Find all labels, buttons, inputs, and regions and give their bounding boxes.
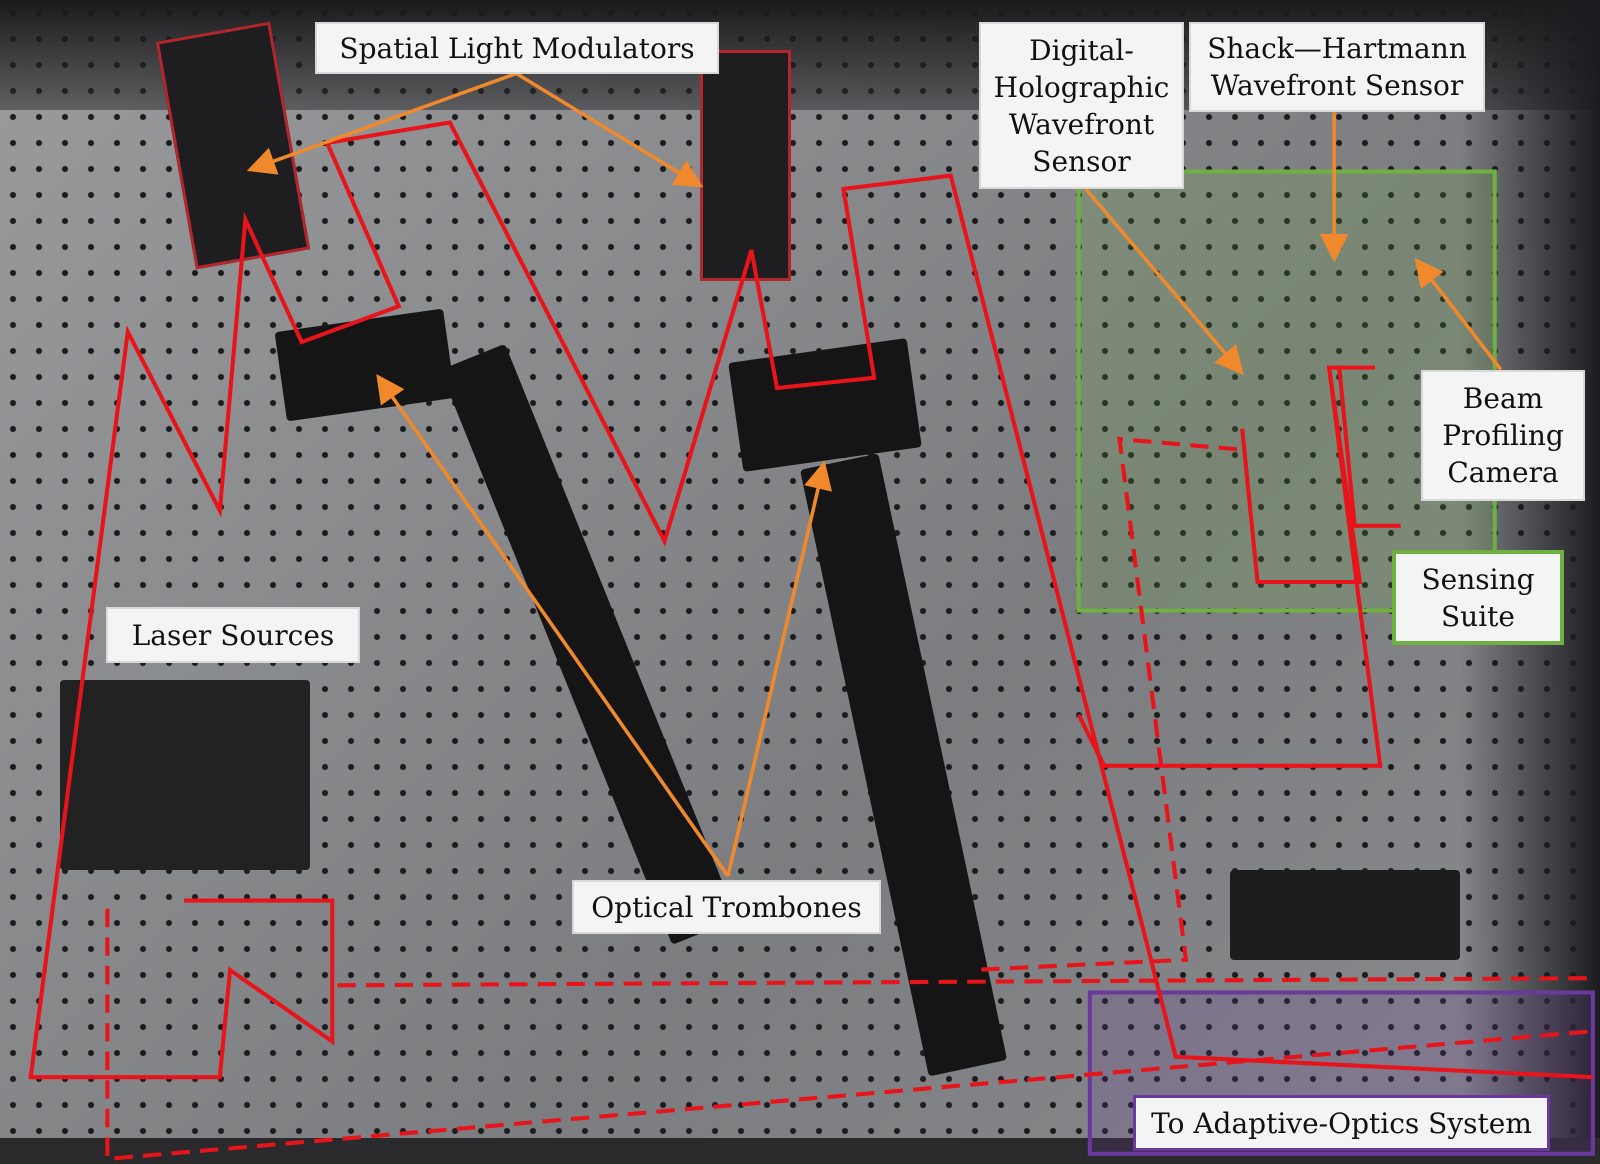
label-text: Suite xyxy=(1441,599,1515,633)
label-text: Wavefront Sensor xyxy=(1210,69,1464,102)
label-beam-profiling-camera: Beam Profiling Camera xyxy=(1421,370,1585,501)
label-text: Digital- xyxy=(1029,33,1134,67)
beam-path-solid xyxy=(28,120,1593,1080)
label-spatial-light-modulators: Spatial Light Modulators xyxy=(315,22,719,74)
label-arrows xyxy=(246,71,1503,878)
label-text: Laser Sources xyxy=(131,618,335,652)
label-text: Optical Trombones xyxy=(591,890,862,924)
label-optical-trombones: Optical Trombones xyxy=(572,880,881,934)
label-digital-holographic-wavefront-sensor: Digital- Holographic Wavefront Sensor xyxy=(979,22,1184,189)
label-shack-hartmann-wavefront-sensor: Shack—Hartmann Wavefront Sensor xyxy=(1189,22,1485,112)
label-text: Holographic xyxy=(993,70,1170,104)
reference-laser-device xyxy=(1230,870,1460,960)
label-text: Wavefront xyxy=(1008,107,1155,141)
label-text: Shack—Hartmann xyxy=(1207,32,1467,65)
beam-path-dashed xyxy=(105,436,1594,1162)
label-sensing-suite: Sensing Suite xyxy=(1392,550,1564,645)
label-text: To Adaptive-Optics System xyxy=(1151,1106,1532,1140)
laser-source-device xyxy=(60,680,310,870)
label-text: Sensor xyxy=(1032,144,1131,178)
label-laser-sources: Laser Sources xyxy=(106,607,360,663)
label-text: Sensing xyxy=(1421,562,1535,596)
slm-device-right xyxy=(700,50,791,281)
label-text: Beam xyxy=(1462,382,1544,415)
label-text: Spatial Light Modulators xyxy=(339,31,695,65)
label-to-adaptive-optics-system: To Adaptive-Optics System xyxy=(1133,1095,1550,1151)
label-text: Camera xyxy=(1447,456,1559,489)
label-text: Profiling xyxy=(1442,419,1564,452)
